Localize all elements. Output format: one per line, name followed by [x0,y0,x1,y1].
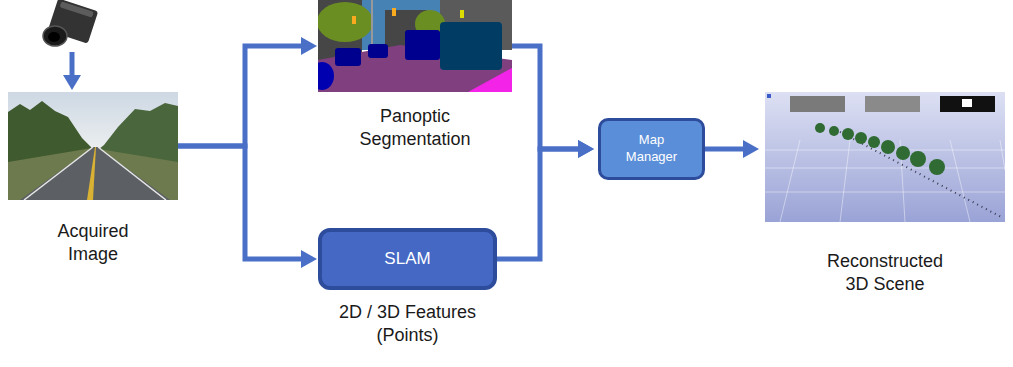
scene-tree [829,126,839,136]
camera-lens-glass [48,32,60,42]
connector-arrow [705,147,743,152]
seg-car [318,62,334,90]
scene-screenshot [765,92,1005,222]
scene-ground [765,92,1005,222]
scene-thumbnail [790,96,845,112]
box-label: Map Manager [617,132,687,166]
camera-arrow [63,52,81,90]
road-photo [8,92,178,200]
seg-car [335,48,361,66]
camera-body [48,0,98,44]
scene-grid [765,140,1005,222]
image-panel: Reconstructed 3D Scene [765,92,1005,222]
seg-pole [371,0,373,46]
camera-icon [43,0,98,46]
seg-bus [405,30,440,60]
scene-trees [815,123,945,175]
seg-traffic-light [392,8,396,16]
scene-tree [929,159,945,175]
photo-edge-line [24,147,93,200]
scene-tree [815,123,825,133]
scene-icon [767,94,771,98]
seg-bus [440,22,502,70]
seg-traffic-light [352,16,356,24]
segmentation-picture [318,0,512,92]
box-caption: 2D / 3D Features (Points) [320,301,496,348]
photo-road [20,147,170,200]
seg-sidewalk [468,68,512,92]
scene-thumbnail-mask [962,99,972,107]
photo-center-line [87,147,96,200]
photo-edge-line [98,147,166,200]
image-caption: Reconstructed 3D Scene [814,250,956,297]
seg-car [368,44,388,58]
scene-points [840,132,1003,218]
photo-trees-right [99,103,178,162]
image-caption: Acquired Image [37,220,149,267]
scene-tree [881,140,895,154]
connector-arrow [178,146,301,259]
scene-tree [842,128,854,140]
arrow-shaft [70,52,75,76]
scene-tree [896,146,910,160]
box-label: SLAM [384,248,430,270]
seg-vegetation [318,2,373,42]
image-panel: Panoptic Segmentation [318,0,512,92]
scene-tree [855,132,867,144]
scene-thumbnail [865,96,920,112]
camera-lens [43,26,67,46]
image-panel: Acquired Image [8,92,178,200]
arrow-head [63,75,81,90]
connector-arrow [497,149,578,259]
scene-tree [910,151,926,167]
scene-tree [868,136,880,148]
connector-arrow [512,46,578,149]
photo-trees-left [8,101,92,162]
camera-top [60,1,94,17]
seg-traffic-sign [460,10,464,18]
scene-thumbnail [940,96,995,112]
connector-arrow [178,46,301,146]
process-box: Map Manager [598,118,705,180]
image-caption: Panoptic Segmentation [340,105,490,152]
process-box: SLAM2D / 3D Features (Points) [318,228,497,290]
